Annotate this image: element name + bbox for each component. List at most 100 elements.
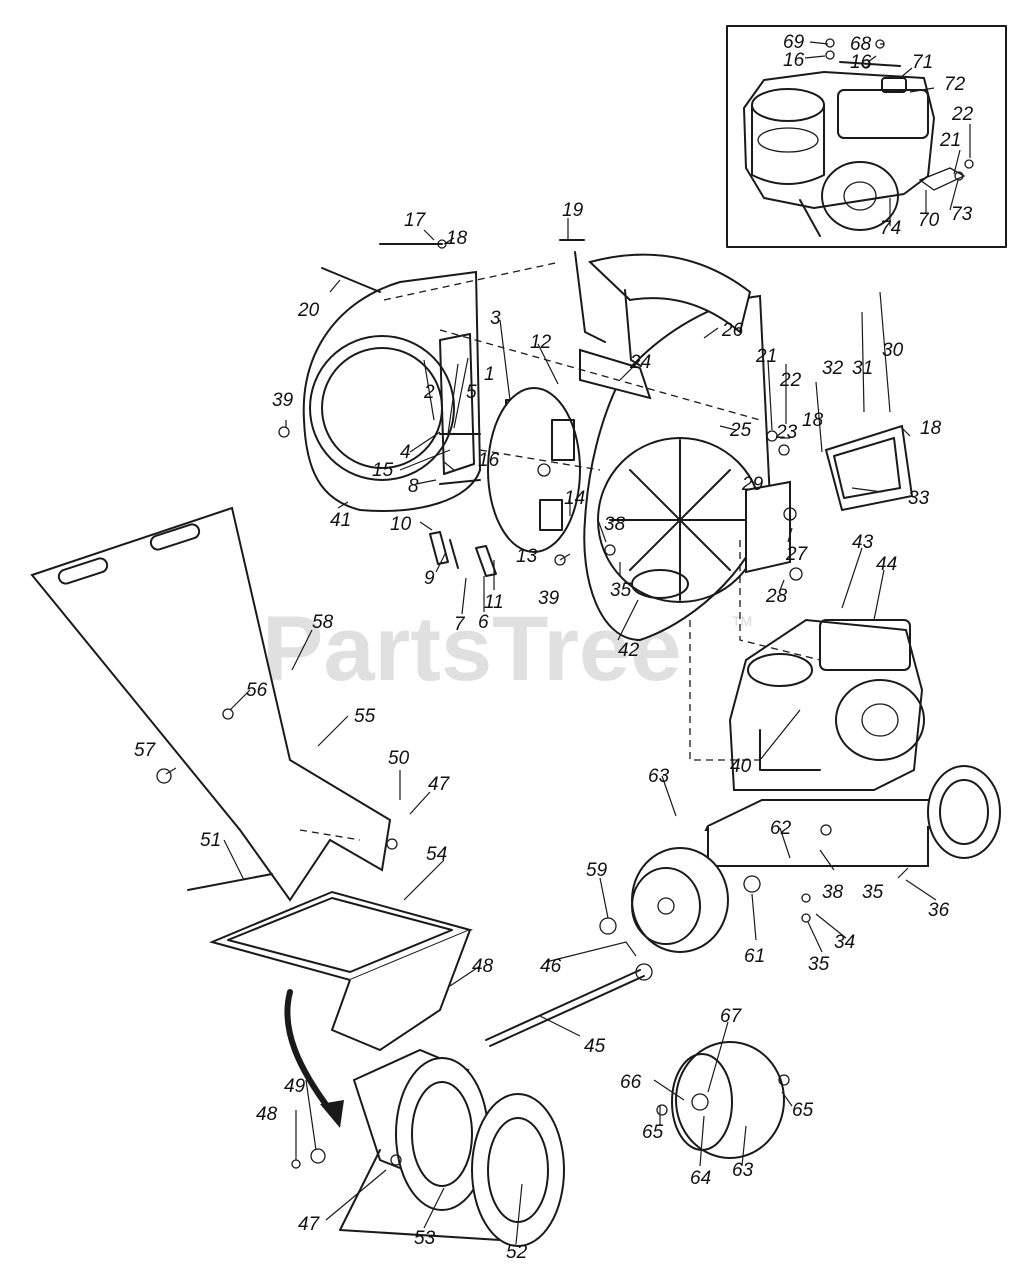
callout-49: 49	[284, 1076, 306, 1097]
callout-36: 36	[928, 900, 950, 921]
callout-47: 47	[428, 774, 451, 795]
callout-63: 63	[732, 1160, 754, 1181]
callout-72: 72	[944, 74, 966, 95]
callout-15: 15	[372, 460, 394, 481]
callout-21: 21	[755, 346, 777, 367]
callout-54: 54	[426, 844, 447, 865]
callout-40: 40	[730, 756, 752, 777]
wheel-63-lower	[671, 1041, 785, 1159]
callout-18: 18	[920, 418, 942, 439]
callout-12: 12	[530, 332, 552, 353]
callout-14: 14	[564, 488, 585, 509]
watermark-tm: TM	[732, 613, 752, 629]
callout-22: 22	[951, 104, 974, 125]
callout-10: 10	[390, 514, 412, 535]
callout-16: 16	[783, 50, 805, 71]
callout-62: 62	[770, 818, 792, 839]
wheel-63	[631, 847, 729, 953]
callout-66: 66	[620, 1072, 642, 1093]
callout-25: 25	[729, 420, 752, 441]
callout-71: 71	[912, 52, 933, 73]
callout-22: 22	[779, 370, 802, 391]
callout-17: 17	[404, 210, 427, 231]
callout-34: 34	[834, 932, 855, 953]
callout-20: 20	[297, 300, 320, 321]
callout-23: 23	[775, 422, 798, 443]
callout-30: 30	[882, 340, 904, 361]
callout-4: 4	[400, 442, 411, 463]
callout-63: 63	[648, 766, 670, 787]
leader-lines	[165, 41, 971, 1245]
impeller-disc-13	[487, 387, 581, 553]
callout-28: 28	[765, 586, 788, 607]
hardware	[156, 239, 832, 1169]
lower-frame-53	[339, 1048, 565, 1247]
alignment-lines	[299, 261, 821, 841]
callout-48: 48	[256, 1104, 278, 1125]
callout-38: 38	[822, 882, 844, 903]
callout-labels: 69 16 68 16 71 72 22 21 73 70 74 17 18 1…	[134, 32, 974, 1263]
callout-18: 18	[802, 410, 824, 431]
callout-18: 18	[446, 228, 468, 249]
callout-48: 48	[472, 956, 494, 977]
callout-7: 7	[454, 614, 466, 635]
callout-70: 70	[918, 210, 940, 231]
callout-42: 42	[618, 640, 640, 661]
callout-9: 9	[424, 568, 435, 589]
callout-61: 61	[744, 946, 765, 967]
callout-45: 45	[584, 1036, 606, 1057]
callout-73: 73	[951, 204, 973, 225]
assembly-arrow	[284, 989, 333, 1113]
callout-21: 21	[939, 130, 961, 151]
callout-13: 13	[516, 546, 538, 567]
callout-2: 2	[423, 382, 435, 403]
callout-74: 74	[880, 218, 901, 239]
callout-31: 31	[852, 358, 873, 379]
callout-26: 26	[721, 320, 744, 341]
callout-56: 56	[246, 680, 268, 701]
callout-47: 47	[298, 1214, 321, 1235]
callout-64: 64	[690, 1168, 711, 1189]
callout-52: 52	[506, 1242, 528, 1263]
engine-inset	[726, 25, 1007, 248]
callout-5: 5	[466, 382, 477, 403]
callout-57: 57	[134, 740, 157, 761]
callout-44: 44	[876, 554, 897, 575]
callout-43: 43	[852, 532, 874, 553]
callout-35: 35	[610, 580, 632, 601]
callout-55: 55	[354, 706, 376, 727]
assembly-arrow-head	[320, 1100, 344, 1128]
callout-58: 58	[312, 612, 334, 633]
hopper-54	[208, 890, 474, 1052]
callout-46: 46	[540, 956, 562, 977]
callout-50: 50	[388, 748, 410, 769]
callout-24: 24	[629, 352, 651, 373]
hopper-chute-58	[30, 506, 392, 902]
deflector-31	[745, 424, 914, 574]
callout-69: 69	[783, 32, 805, 53]
housing-plate-41	[302, 270, 517, 512]
callout-41: 41	[330, 510, 351, 531]
callout-39: 39	[538, 588, 560, 609]
callout-8: 8	[408, 476, 419, 497]
callout-59: 59	[586, 860, 608, 881]
callout-68: 68	[850, 34, 872, 55]
callout-32: 32	[822, 358, 844, 379]
callout-6: 6	[478, 612, 489, 633]
callout-35: 35	[808, 954, 830, 975]
callout-27: 27	[785, 544, 809, 565]
callout-35: 35	[862, 882, 884, 903]
callout-53: 53	[414, 1228, 436, 1249]
callout-3: 3	[490, 308, 501, 329]
callout-16: 16	[850, 52, 872, 73]
callout-65: 65	[642, 1122, 664, 1143]
engine-44	[728, 618, 925, 791]
callout-67: 67	[720, 1006, 743, 1027]
frame-36	[704, 765, 1001, 867]
callout-1: 1	[484, 364, 495, 385]
callout-29: 29	[741, 474, 764, 495]
callout-38: 38	[604, 514, 626, 535]
callout-39: 39	[272, 390, 294, 411]
callout-33: 33	[908, 488, 930, 509]
